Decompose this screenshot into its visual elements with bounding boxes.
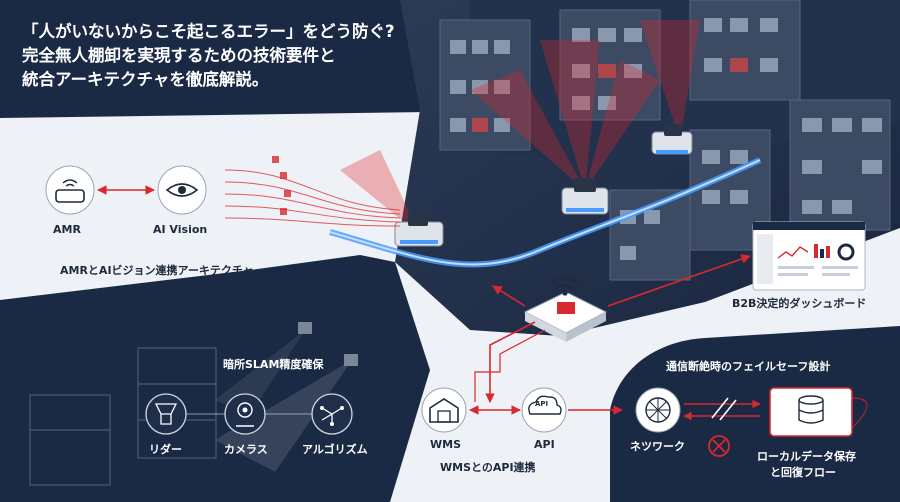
title-line-2: 完全無人棚卸を実現するための技術要件と <box>22 46 336 65</box>
ai-vision-label: AI Vision <box>153 223 208 236</box>
api-icon-text: API <box>535 400 549 408</box>
api-label: API <box>534 438 555 451</box>
lidar-label: リダー <box>149 443 182 456</box>
eye-icon <box>157 165 207 215</box>
amr-robot-2 <box>561 178 609 215</box>
page-title: 「人がいないからこそ起こるエラー」をどう防ぐ? 完全無人棚卸を実現するための技術… <box>22 20 412 92</box>
title-line-3: 統合アーキテクチャを徹底解説。 <box>22 70 269 89</box>
amr-label: AMR <box>53 223 81 236</box>
data-stream <box>224 169 401 227</box>
network-label: ネツワーク <box>630 440 685 453</box>
slam-area <box>0 255 430 502</box>
amr-robot-3 <box>651 124 693 155</box>
dashboard-caption: B2B決定的ダッシュボード <box>732 297 867 310</box>
storage-label-line-2: と回復フロー <box>770 466 836 479</box>
wms-label: WMS <box>430 438 462 451</box>
network-icon <box>635 387 681 433</box>
camera-icon <box>224 393 266 435</box>
error-icon <box>708 435 730 457</box>
slam-caption: 暗所SLAM精度確保 <box>223 358 324 371</box>
failsafe-area <box>610 326 900 502</box>
wifi-icon <box>550 277 580 296</box>
title-line-1: 「人がいないからこそ起こるエラー」をどう防ぐ? <box>22 22 395 41</box>
algorithm-label: アルゴリズム <box>302 443 368 456</box>
warehouse-icon <box>421 387 467 433</box>
storage-label-line-1: ローカルデータ保存 <box>757 450 856 463</box>
algorithm-icon <box>311 393 353 435</box>
amr-robot-1 <box>394 212 444 247</box>
wms-caption: WMSとのAPI連携 <box>440 461 536 474</box>
camera-label: カメラス <box>224 443 268 456</box>
database-icon <box>769 387 853 437</box>
lidar-icon <box>145 393 187 435</box>
amr-icon <box>45 165 95 215</box>
dashboard-screen <box>752 221 866 291</box>
amr-vision-caption: AMRとAIビジョン連携アーキテクチャ <box>60 264 254 277</box>
failsafe-caption: 通信断絶時のフェイルセーフ設計 <box>666 360 831 373</box>
title-band <box>0 0 520 118</box>
scan-beams <box>340 20 700 235</box>
edge-hub <box>523 291 608 342</box>
api-cloud-icon <box>521 387 567 433</box>
ceiling-sensor <box>298 322 358 366</box>
